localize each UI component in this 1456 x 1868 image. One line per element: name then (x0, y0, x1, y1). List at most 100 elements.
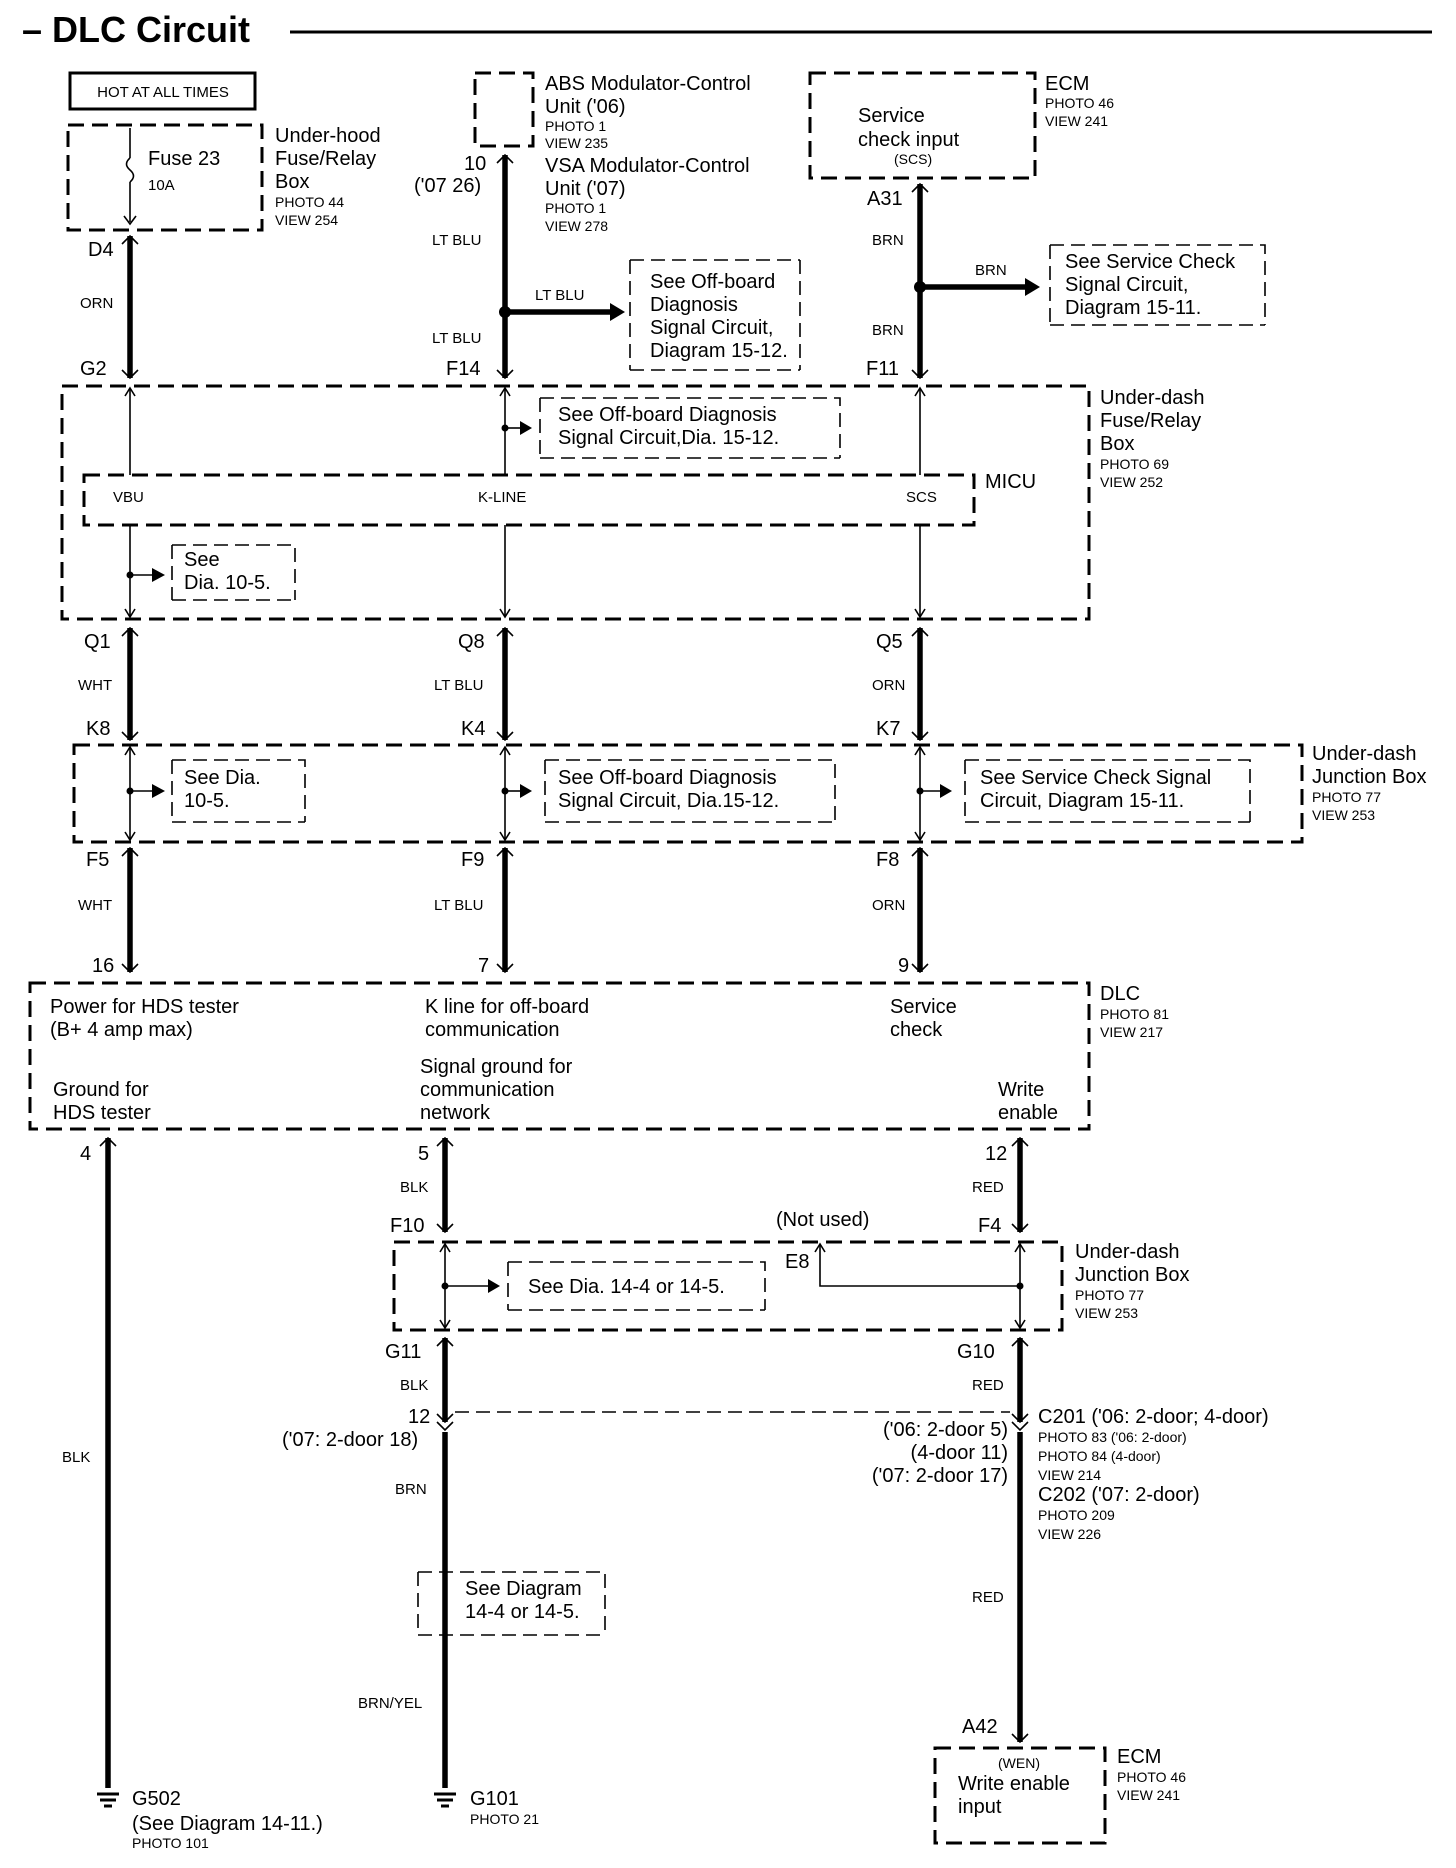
ecm-bottom-photo: PHOTO 46 (1117, 1769, 1186, 1785)
diagram-title: – DLC Circuit (22, 9, 250, 50)
wire-color-lt-blu-1: LT BLU (432, 232, 481, 249)
ecm-bottom-name: ECM (1117, 1746, 1161, 1768)
see-dia-105-b-box (171, 759, 306, 823)
wire-color-red-2: RED (972, 1377, 1004, 1394)
wire-color-lt-blu-2: LT BLU (432, 330, 481, 347)
wire-color-lt-blu-4: LT BLU (434, 897, 483, 914)
c201-left-pin: 12 (408, 1406, 430, 1428)
wire-color-orn-3: ORN (872, 897, 905, 914)
g502-photo: PHOTO 101 (132, 1835, 209, 1851)
underdash-jbox1-outline (72, 743, 1304, 844)
see-dia-144: See Dia. 14-4 or 14-5. (528, 1276, 725, 1298)
see-offboard-top: See Off-board (650, 271, 775, 293)
underdash-jbox1-view: VIEW 253 (1312, 807, 1375, 823)
fuse-name: Fuse 23 (148, 148, 220, 170)
dlc-pin-5: 5 (418, 1143, 429, 1165)
dlc-power-label-2: (B+ 4 amp max) (50, 1019, 193, 1041)
abs-unit-label: ABS Modulator-Control (545, 73, 751, 95)
ecm-top-outline (808, 71, 1037, 180)
see-offboard-top-4: Diagram 15-12. (650, 340, 788, 362)
c201-view: VIEW 214 (1038, 1467, 1101, 1483)
dlc-signal-ground-label-2: communication (420, 1079, 555, 1101)
micu-kline: K-LINE (478, 489, 526, 506)
wire-color-orn-2: ORN (872, 677, 905, 694)
pin-d4: D4 (88, 239, 114, 261)
underdash-fuse-box-label: Under-dash (1100, 387, 1205, 409)
ecm-top-check-input: check input (858, 129, 960, 151)
wire-color-wht-2: WHT (78, 897, 112, 914)
pin-g2: G2 (80, 358, 107, 380)
wire-color-wht-1: WHT (78, 677, 112, 694)
ecm-bottom-view: VIEW 241 (1117, 1787, 1180, 1803)
abs-unit-outline (473, 71, 535, 148)
c201-right-06: ('06: 2-door 5) (883, 1419, 1008, 1441)
micu-label: MICU (985, 471, 1036, 493)
vsa-unit-label-2: Unit ('07) (545, 178, 626, 200)
underdash-jbox2-label-2: Junction Box (1075, 1264, 1190, 1286)
dlc-write-label: Write (998, 1079, 1044, 1101)
see-service-top-box (1049, 244, 1266, 326)
pin-g11: G11 (385, 1341, 421, 1363)
wire-color-blk-2: BLK (400, 1179, 428, 1196)
wire-color-red-1: RED (972, 1179, 1004, 1196)
pin-k7: K7 (876, 718, 900, 740)
g502-see: (See Diagram 14-11.) (132, 1813, 323, 1835)
underdash-fuse-box-photo: PHOTO 69 (1100, 456, 1169, 472)
hot-at-all-times-box (68, 71, 257, 111)
pin-f11: F11 (866, 358, 899, 380)
see-service-jbox-2: Circuit, Diagram 15-11. (980, 790, 1184, 812)
see-service-jbox-box (964, 759, 1251, 823)
vsa-unit-view: VIEW 278 (545, 218, 608, 234)
ecm-bottom-write-enable: Write enable (958, 1773, 1070, 1795)
pin-a31: A31 (867, 188, 903, 210)
ecm-top-view: VIEW 241 (1045, 113, 1108, 129)
ground-symbol-g502 (97, 1792, 119, 1808)
dlc-pin-12: 12 (985, 1143, 1007, 1165)
pin-a42: A42 (962, 1716, 998, 1738)
vsa-unit-label: VSA Modulator-Control (545, 155, 750, 177)
pin-q8: Q8 (458, 631, 485, 653)
see-offboard-top-2: Diagnosis (650, 294, 738, 316)
underdash-jbox1-photo: PHOTO 77 (1312, 789, 1381, 805)
abs-unit-view: VIEW 235 (545, 135, 608, 151)
underdash-jbox1-label: Under-dash (1312, 743, 1417, 765)
dlc-service-label: Service (890, 996, 957, 1018)
underdash-fuse-box-view: VIEW 252 (1100, 474, 1163, 490)
wire-color-red-3: RED (972, 1589, 1004, 1606)
see-dia-105-b-2: 10-5. (184, 790, 230, 812)
ecm-top-photo: PHOTO 46 (1045, 95, 1114, 111)
dlc-write-label-2: enable (998, 1102, 1058, 1124)
underhood-box-label-3: Box (275, 171, 309, 193)
micu-scs: SCS (906, 489, 937, 506)
wire-color-brn-branch: BRN (975, 262, 1007, 279)
c201-name: C201 ('06: 2-door; 4-door) (1038, 1406, 1269, 1428)
dlc-ground-label: Ground for (53, 1079, 149, 1101)
see-dia-105-a: See (184, 549, 220, 571)
c202-name: C202 ('07: 2-door) (1038, 1484, 1200, 1506)
pin-f14: F14 (446, 358, 480, 380)
ground-symbol-g101 (434, 1792, 456, 1808)
underhood-box-photo: PHOTO 44 (275, 194, 344, 210)
not-used-label: (Not used) (776, 1209, 869, 1231)
c201-right-07: ('07: 2-door 17) (872, 1465, 1008, 1487)
abs-unit-photo: PHOTO 1 (545, 118, 606, 134)
dlc-service-label-2: check (890, 1019, 943, 1041)
underdash-jbox1-label-2: Junction Box (1312, 766, 1427, 788)
pin-f5: F5 (86, 849, 109, 871)
g101-photo: PHOTO 21 (470, 1811, 539, 1827)
wire-e8-not-used (819, 1244, 1020, 1287)
underhood-box-view: VIEW 254 (275, 212, 338, 228)
underhood-fuse-box-outline (66, 123, 264, 232)
see-service-top-3: Diagram 15-11. (1065, 297, 1201, 319)
see-offboard-jbox: See Off-board Diagnosis (558, 767, 777, 789)
underdash-jbox2-photo: PHOTO 77 (1075, 1287, 1144, 1303)
pin-f9: F9 (461, 849, 484, 871)
dlc-pin-7: 7 (478, 955, 489, 977)
see-dia-105-a-box (171, 544, 296, 601)
dlc-photo: PHOTO 81 (1100, 1006, 1169, 1022)
ecm-top-scs: (SCS) (894, 151, 932, 167)
see-offboard-jbox-box (544, 759, 836, 823)
see-dia-144-box (507, 1261, 766, 1311)
see-diagram-144: See Diagram (465, 1578, 582, 1600)
